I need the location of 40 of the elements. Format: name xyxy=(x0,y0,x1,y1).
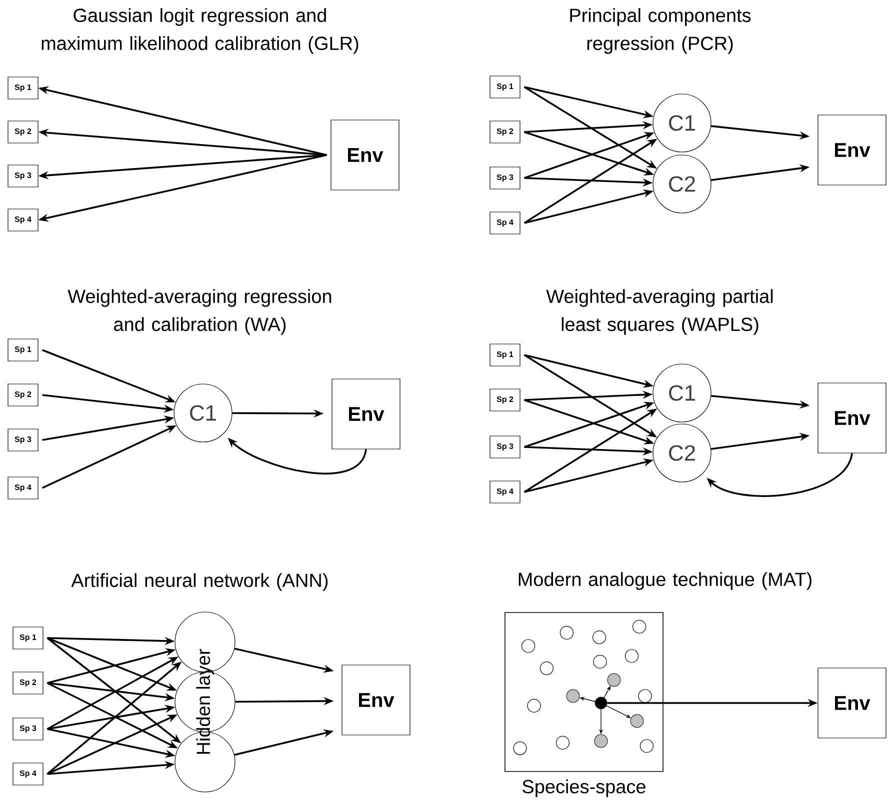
sp-box: Sp 1 xyxy=(490,76,520,98)
env-box: Env xyxy=(818,382,886,454)
sp-box: Sp 1 xyxy=(12,626,44,650)
sp-box: Sp 1 xyxy=(8,76,38,100)
sp-box: Sp 2 xyxy=(490,388,520,412)
panel-title: Artificial neural network (ANN) xyxy=(71,573,328,591)
sp-box: Sp 2 xyxy=(490,120,520,144)
analogue-dot xyxy=(594,734,608,748)
env-box: Env xyxy=(342,664,410,736)
sp-box: Sp 4 xyxy=(12,762,44,786)
panel-title: Weighted-averaging partial least squares (WAPLS) xyxy=(546,289,773,335)
sp-box: Sp 3 xyxy=(490,166,520,190)
sp-box: Sp 3 xyxy=(8,164,38,188)
sp-box: Sp 4 xyxy=(490,212,520,234)
env-box: Env xyxy=(818,114,886,186)
panel-title: Modern analogue technique (MAT) xyxy=(518,572,812,590)
sp-box: Sp 3 xyxy=(8,428,38,452)
env-box: Env xyxy=(332,378,400,450)
node-label: Species-space xyxy=(522,779,646,798)
sp-box: Sp 4 xyxy=(490,480,520,504)
sp-box: Sp 2 xyxy=(12,672,44,694)
sp-box: Sp 3 xyxy=(490,436,520,458)
analogue-dot xyxy=(566,689,580,703)
sp-box: Sp 1 xyxy=(490,344,520,366)
sp-box: Sp 4 xyxy=(8,476,38,500)
sp-box: Sp 1 xyxy=(8,338,38,362)
panel-title: Principal components regression (PCR) xyxy=(570,8,751,54)
env-box: Env xyxy=(818,668,886,738)
analogue-dot xyxy=(607,673,621,687)
sp-box: Sp 3 xyxy=(12,718,44,740)
env-box: Env xyxy=(330,120,400,190)
panel-title: Weighted-averaging regression and calibration (WA) xyxy=(68,289,332,335)
panel-title: Gaussian logit regression and maximum likelihood calibration (GLR) xyxy=(42,8,358,54)
layer-label: Hidden layer xyxy=(196,649,214,754)
species-space-box: Species-space xyxy=(504,612,664,798)
sp-box: Sp 2 xyxy=(8,120,38,144)
sample-dot xyxy=(594,696,608,710)
sp-box: Sp 4 xyxy=(8,208,38,232)
analogue-dot xyxy=(630,714,644,728)
sp-box: Sp 2 xyxy=(8,384,38,406)
